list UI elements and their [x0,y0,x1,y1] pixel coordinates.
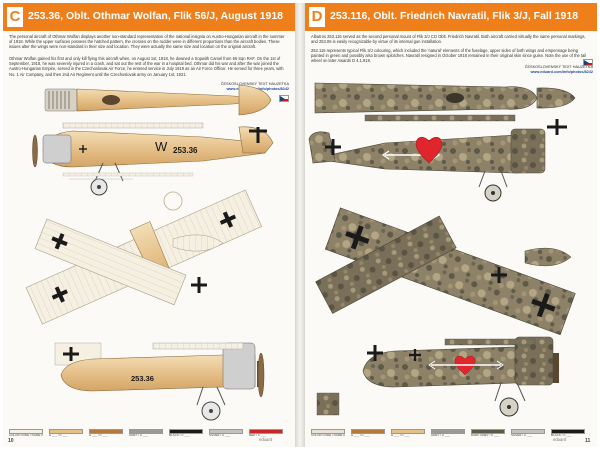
book-gutter [295,3,305,447]
right-side-view [308,114,567,202]
legend-chip: SILVER / C ___ [209,429,243,441]
legend-chip: H ___ / C ___ [49,429,83,441]
legend-swatch [511,429,545,434]
left-page: C 253.36, Oblt. Othmar Wolfan, Flik 56/J… [3,3,295,447]
legend-chip: H ___ / C ___ [391,429,425,441]
legend-swatch [9,429,43,434]
legend-label: H ___ / C ___ [89,434,108,437]
legend-chip: H ___ / C ___ [351,429,385,441]
legend-chip: COLOR CODE / NAME COLOUR [9,429,43,441]
right-page: D 253.116, Oblt. Friedrich Navratil, Fli… [305,3,597,447]
right-bottom-side-view [316,336,559,417]
left-page-number: 10 [8,438,14,444]
legend-swatch [551,429,585,434]
legend-label: BLACK / C ___ [551,434,572,437]
right-scheme-title: 253.116, Oblt. Friedrich Navratil, Flik … [330,10,579,22]
legend-label: DARK GREY / C ___ [471,434,500,437]
legend-chip: BLACK / C ___ [551,429,585,441]
right-upper-wing [324,207,576,336]
left-credit-text: ČESKOSLOVENSKÝ TEXT HAUZETKA [220,82,289,86]
legend-swatch [49,429,83,434]
right-header: D 253.116, Oblt. Friedrich Navratil, Fli… [305,3,597,31]
legend-swatch [129,429,163,434]
legend-label: H ___ / C ___ [351,434,370,437]
left-side-letter: W [155,139,168,154]
legend-label: BLACK / C ___ [169,434,190,437]
legend-label: SILVER / C ___ [209,434,230,437]
right-description-2: 253.116 represents typical Flik 3/J colo… [311,48,587,64]
czech-flag-icon [279,95,289,102]
legend-swatch [351,429,385,434]
legend-chip: H ___ / C ___ [89,429,123,441]
left-top-view-fuselage [44,84,272,116]
legend-label: COLOR CODE / NAME COLOUR [311,434,345,437]
right-tailplane [491,247,572,283]
legend-chip: RED / C ___ [249,429,283,441]
left-side-serial: 253.36 [173,146,198,155]
legend-swatch [209,429,243,434]
right-color-legend: COLOR CODE / NAME COLOUR H ___ / C ___ H… [311,429,593,441]
instruction-spread: C 253.36, Oblt. Othmar Wolfan, Flik 56/J… [3,3,597,447]
right-credit-url[interactable]: www.eduard.com/info/photos/8242 [530,70,593,74]
legend-label: SILVER / C ___ [511,434,532,437]
left-bottom-side-view [54,342,265,421]
left-scheme-title: 253.36, Oblt. Othmar Wolfan, Flik 56/J, … [28,10,283,22]
legend-swatch [471,429,505,434]
legend-swatch [169,429,203,434]
left-lower-wing [34,218,187,306]
left-side-view [32,122,274,196]
right-lower-wing [315,215,457,314]
legend-swatch [311,429,345,434]
left-brand-logo: eduard [259,437,273,442]
legend-swatch [249,429,283,434]
left-bottom-serial: 253.36 [131,374,154,383]
legend-label: H ___ / C ___ [49,434,68,437]
left-scheme-letter: C [7,7,23,27]
legend-label: COLOR CODE / NAME COLOUR [9,434,43,437]
legend-label: RED / C ___ [249,434,266,437]
legend-swatch [89,429,123,434]
right-scheme-letter: D [309,7,325,27]
right-top-view-fuselage [314,82,576,114]
left-description-1: The personal aircraft of Othmar Wolfan d… [9,34,285,50]
legend-chip: GREY / C ___ [129,429,163,441]
legend-chip: BLACK / C ___ [169,429,203,441]
legend-chip: DARK GREY / C ___ [471,429,505,441]
right-top-cross [547,119,567,135]
left-header: C 253.36, Oblt. Othmar Wolfan, Flik 56/J… [3,3,295,31]
legend-label: GREY / C ___ [431,434,450,437]
legend-chip: COLOR CODE / NAME COLOUR [311,429,345,441]
czech-flag-icon [583,59,593,66]
legend-label: H ___ / C ___ [391,434,410,437]
legend-swatch [431,429,465,434]
right-credit: ČESKOSLOVENSKÝ TEXT HAUZETKA www.eduard.… [503,65,593,75]
legend-swatch [391,429,425,434]
left-description-2: Othmar Wolfan gained his first and only … [9,56,284,77]
left-tailplane [163,191,224,293]
legend-chip: GREY / C ___ [431,429,465,441]
right-page-number: 11 [585,438,591,444]
right-artwork [308,82,576,417]
left-color-legend: COLOR CODE / NAME COLOUR H ___ / C ___ H… [9,429,291,441]
right-description-1: Albatros 253.116 served as the second pe… [311,34,586,45]
right-brand-logo: eduard [553,437,567,442]
legend-label: GREY / C ___ [129,434,148,437]
left-artwork: W 253.36 [25,84,274,421]
legend-chip: SILVER / C ___ [511,429,545,441]
right-credit-text: ČESKOSLOVENSKÝ TEXT HAUZETKA [524,65,593,69]
